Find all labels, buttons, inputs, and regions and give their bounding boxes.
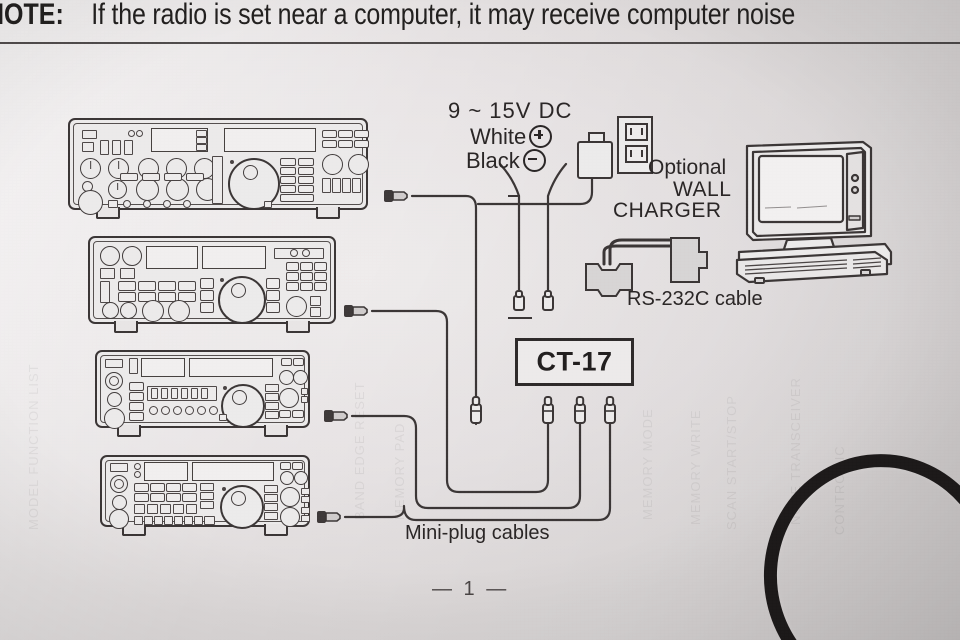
photo-cable-corner-artifact (749, 440, 960, 640)
sub-display (189, 358, 273, 377)
transceiver-4 (100, 455, 310, 536)
page-number: — 1 — (432, 578, 510, 600)
sub-display (224, 128, 316, 152)
outlet-socket-top (625, 123, 648, 141)
rs232c-cable-label: RS-232C cable (627, 288, 763, 310)
main-display (146, 246, 198, 269)
ghost-text-mid-5: SCAN START/STOP (724, 395, 739, 530)
plus-icon (529, 125, 553, 148)
ghost-text-left: MODEL FUNCTION LIST (26, 363, 41, 530)
main-display (144, 462, 188, 481)
main-display (141, 358, 185, 377)
wall-charger (577, 141, 613, 179)
black-wire-label: Black (466, 148, 546, 174)
ghost-text-mid-4: MEMORY WRITE (688, 409, 703, 525)
note-line: NOTE: If the radio is set near a compute… (0, 0, 960, 40)
ghost-text-mid-3: MEMORY MODE (640, 408, 655, 520)
ghost-text-mid-1: BAND EDGE RESET (352, 381, 367, 520)
computer-illustration (735, 140, 893, 284)
white-wire-text: White (470, 124, 527, 149)
sub-display (202, 246, 266, 269)
charger-label-wall: WALL (673, 178, 732, 201)
transceiver-1 (68, 118, 369, 219)
mini-plug-connectors-ct17-side (470, 396, 616, 424)
dc-lead-plugs (508, 290, 554, 319)
note-prefix: NOTE: (0, 0, 64, 32)
note-text: If the radio is set near a computer, it … (91, 0, 796, 32)
transceiver-3 (95, 350, 310, 437)
minus-icon (522, 149, 546, 172)
mini-plug-cables-label: Mini-plug cables (405, 522, 550, 544)
outlet-socket-bottom (625, 145, 648, 163)
white-wire-label: White (470, 124, 553, 150)
ghost-text-mid-2: MEMORY PAD (392, 422, 407, 520)
sub-display (192, 462, 274, 481)
transceiver-2 (88, 236, 336, 333)
desktop-computer (735, 140, 895, 285)
ac-wall-outlet (617, 116, 653, 174)
ct17-unit-box: CT-17 (515, 338, 634, 386)
black-wire-text: Black (466, 148, 520, 173)
dc-voltage-label: 9 ~ 15V DC (448, 98, 573, 123)
ct17-label: CT-17 (536, 346, 613, 377)
charger-label-optional: Optional (648, 156, 727, 179)
header-divider-rule (0, 42, 960, 44)
charger-label-charger: CHARGER (613, 199, 722, 222)
